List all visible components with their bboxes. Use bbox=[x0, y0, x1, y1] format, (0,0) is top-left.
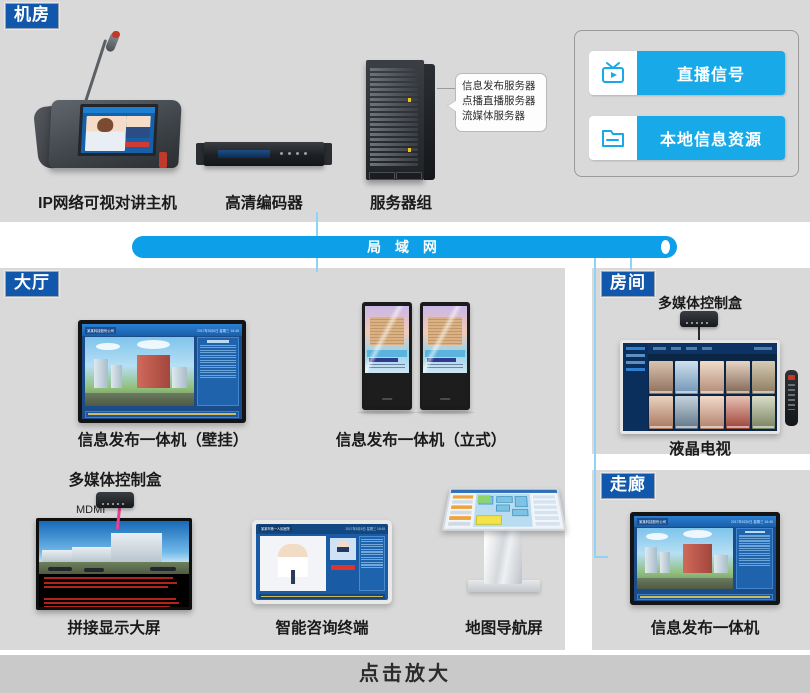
info-display-standing-left bbox=[362, 302, 412, 410]
zone-badge-room: 房间 bbox=[600, 270, 656, 298]
lan-endpoint-dot bbox=[661, 240, 670, 254]
folder-icon bbox=[589, 116, 637, 160]
tv-icon bbox=[589, 51, 637, 95]
source-label-local-resources: 本地信息资源 bbox=[659, 132, 762, 149]
device-label-map-kiosk: 地图导航屏 bbox=[465, 620, 543, 637]
hall-control-box-label: 多媒体控制盒 bbox=[68, 472, 162, 489]
control-box-wire bbox=[698, 327, 700, 341]
device-label-wall-mounted-display: 信息发布一体机（壁挂） bbox=[77, 432, 249, 449]
connector-branch-corridor bbox=[594, 556, 608, 558]
info-display-wall-mounted: 某某科技股份公司 2017年5月6日 星期三 16:45 bbox=[78, 320, 246, 423]
zone-badge-machine-room: 机房 bbox=[4, 2, 60, 30]
encoder-icon bbox=[196, 134, 332, 174]
tv-remote-control bbox=[785, 370, 798, 426]
source-label-live-signal: 直播信号 bbox=[676, 67, 745, 84]
source-pill-local-resources[interactable]: 本地信息资源 bbox=[589, 116, 785, 160]
device-label-corridor-display: 信息发布一体机 bbox=[650, 620, 760, 637]
zone-badge-corridor: 走廊 bbox=[600, 472, 656, 500]
connector-lan-to-room bbox=[630, 258, 632, 272]
lan-bar: 局 域 网 bbox=[132, 236, 677, 258]
room-control-box-label: 多媒体控制盒 bbox=[658, 295, 742, 311]
hdmi-cable-label: MDMI bbox=[76, 504, 106, 516]
lan-label: 局 域 网 bbox=[367, 239, 442, 255]
info-display-corridor: 某某科技股份公司 2017年5月6日 星期三 16:45 bbox=[630, 512, 780, 605]
device-label-standing-display: 信息发布一体机（立式） bbox=[335, 432, 507, 449]
callout-leader-line bbox=[437, 88, 457, 89]
smart-consultation-terminal: 某某市第一人民医院 2017年5月6日 星期三 16:45 bbox=[252, 520, 392, 604]
map-navigation-kiosk bbox=[441, 480, 567, 610]
click-to-enlarge-label[interactable]: 点击放大 bbox=[359, 663, 451, 685]
display-logo-text: 某某科技股份公司 bbox=[85, 326, 117, 334]
corridor-display-logo-text: 某某科技股份公司 bbox=[637, 518, 669, 526]
connector-lan-to-right-column bbox=[594, 258, 596, 558]
callout-line-2: 点播直播服务器 bbox=[462, 95, 536, 108]
multimedia-control-box-hall bbox=[96, 492, 134, 508]
connector-lan-to-hall bbox=[316, 258, 318, 272]
multimedia-control-box-room bbox=[680, 311, 718, 327]
server-rack-icon bbox=[366, 60, 436, 185]
lcd-tv bbox=[620, 340, 780, 434]
consult-time-text: 2017年5月6日 星期三 16:45 bbox=[345, 527, 385, 532]
ip-intercom-icon bbox=[24, 30, 189, 180]
display-time-text: 2017年5月6日 星期三 16:45 bbox=[196, 328, 239, 333]
corridor-display-time-text: 2017年5月6日 星期三 16:45 bbox=[730, 520, 773, 525]
signal-source-panel: 直播信号 本地信息资源 bbox=[574, 30, 799, 177]
source-pill-live-signal[interactable]: 直播信号 bbox=[589, 51, 785, 95]
info-display-standing-right bbox=[420, 302, 470, 410]
kiosk-shadow-right bbox=[416, 411, 474, 414]
kiosk-shadow-left bbox=[358, 411, 416, 414]
callout-line-3: 流媒体服务器 bbox=[462, 110, 525, 123]
device-label-server-group: 服务器组 bbox=[369, 195, 432, 212]
consult-logo-text: 某某市第一人民医院 bbox=[259, 525, 292, 533]
device-label-lcd-tv: 液晶电视 bbox=[668, 441, 731, 458]
splice-video-wall bbox=[36, 518, 192, 610]
device-label-ip-intercom: IP网络可视对讲主机 bbox=[38, 195, 177, 212]
zone-badge-hall: 大厅 bbox=[4, 270, 60, 298]
server-callout: 信息发布服务器 点播直播服务器 流媒体服务器 bbox=[455, 73, 547, 132]
device-label-consultation-terminal: 智能咨询终端 bbox=[275, 620, 369, 637]
footer-bar bbox=[0, 655, 810, 693]
device-label-splice-wall: 拼接显示大屏 bbox=[67, 620, 161, 637]
callout-line-1: 信息发布服务器 bbox=[462, 80, 536, 92]
device-label-encoder: 高清编码器 bbox=[225, 195, 303, 212]
connector-server-to-lan bbox=[316, 212, 318, 238]
